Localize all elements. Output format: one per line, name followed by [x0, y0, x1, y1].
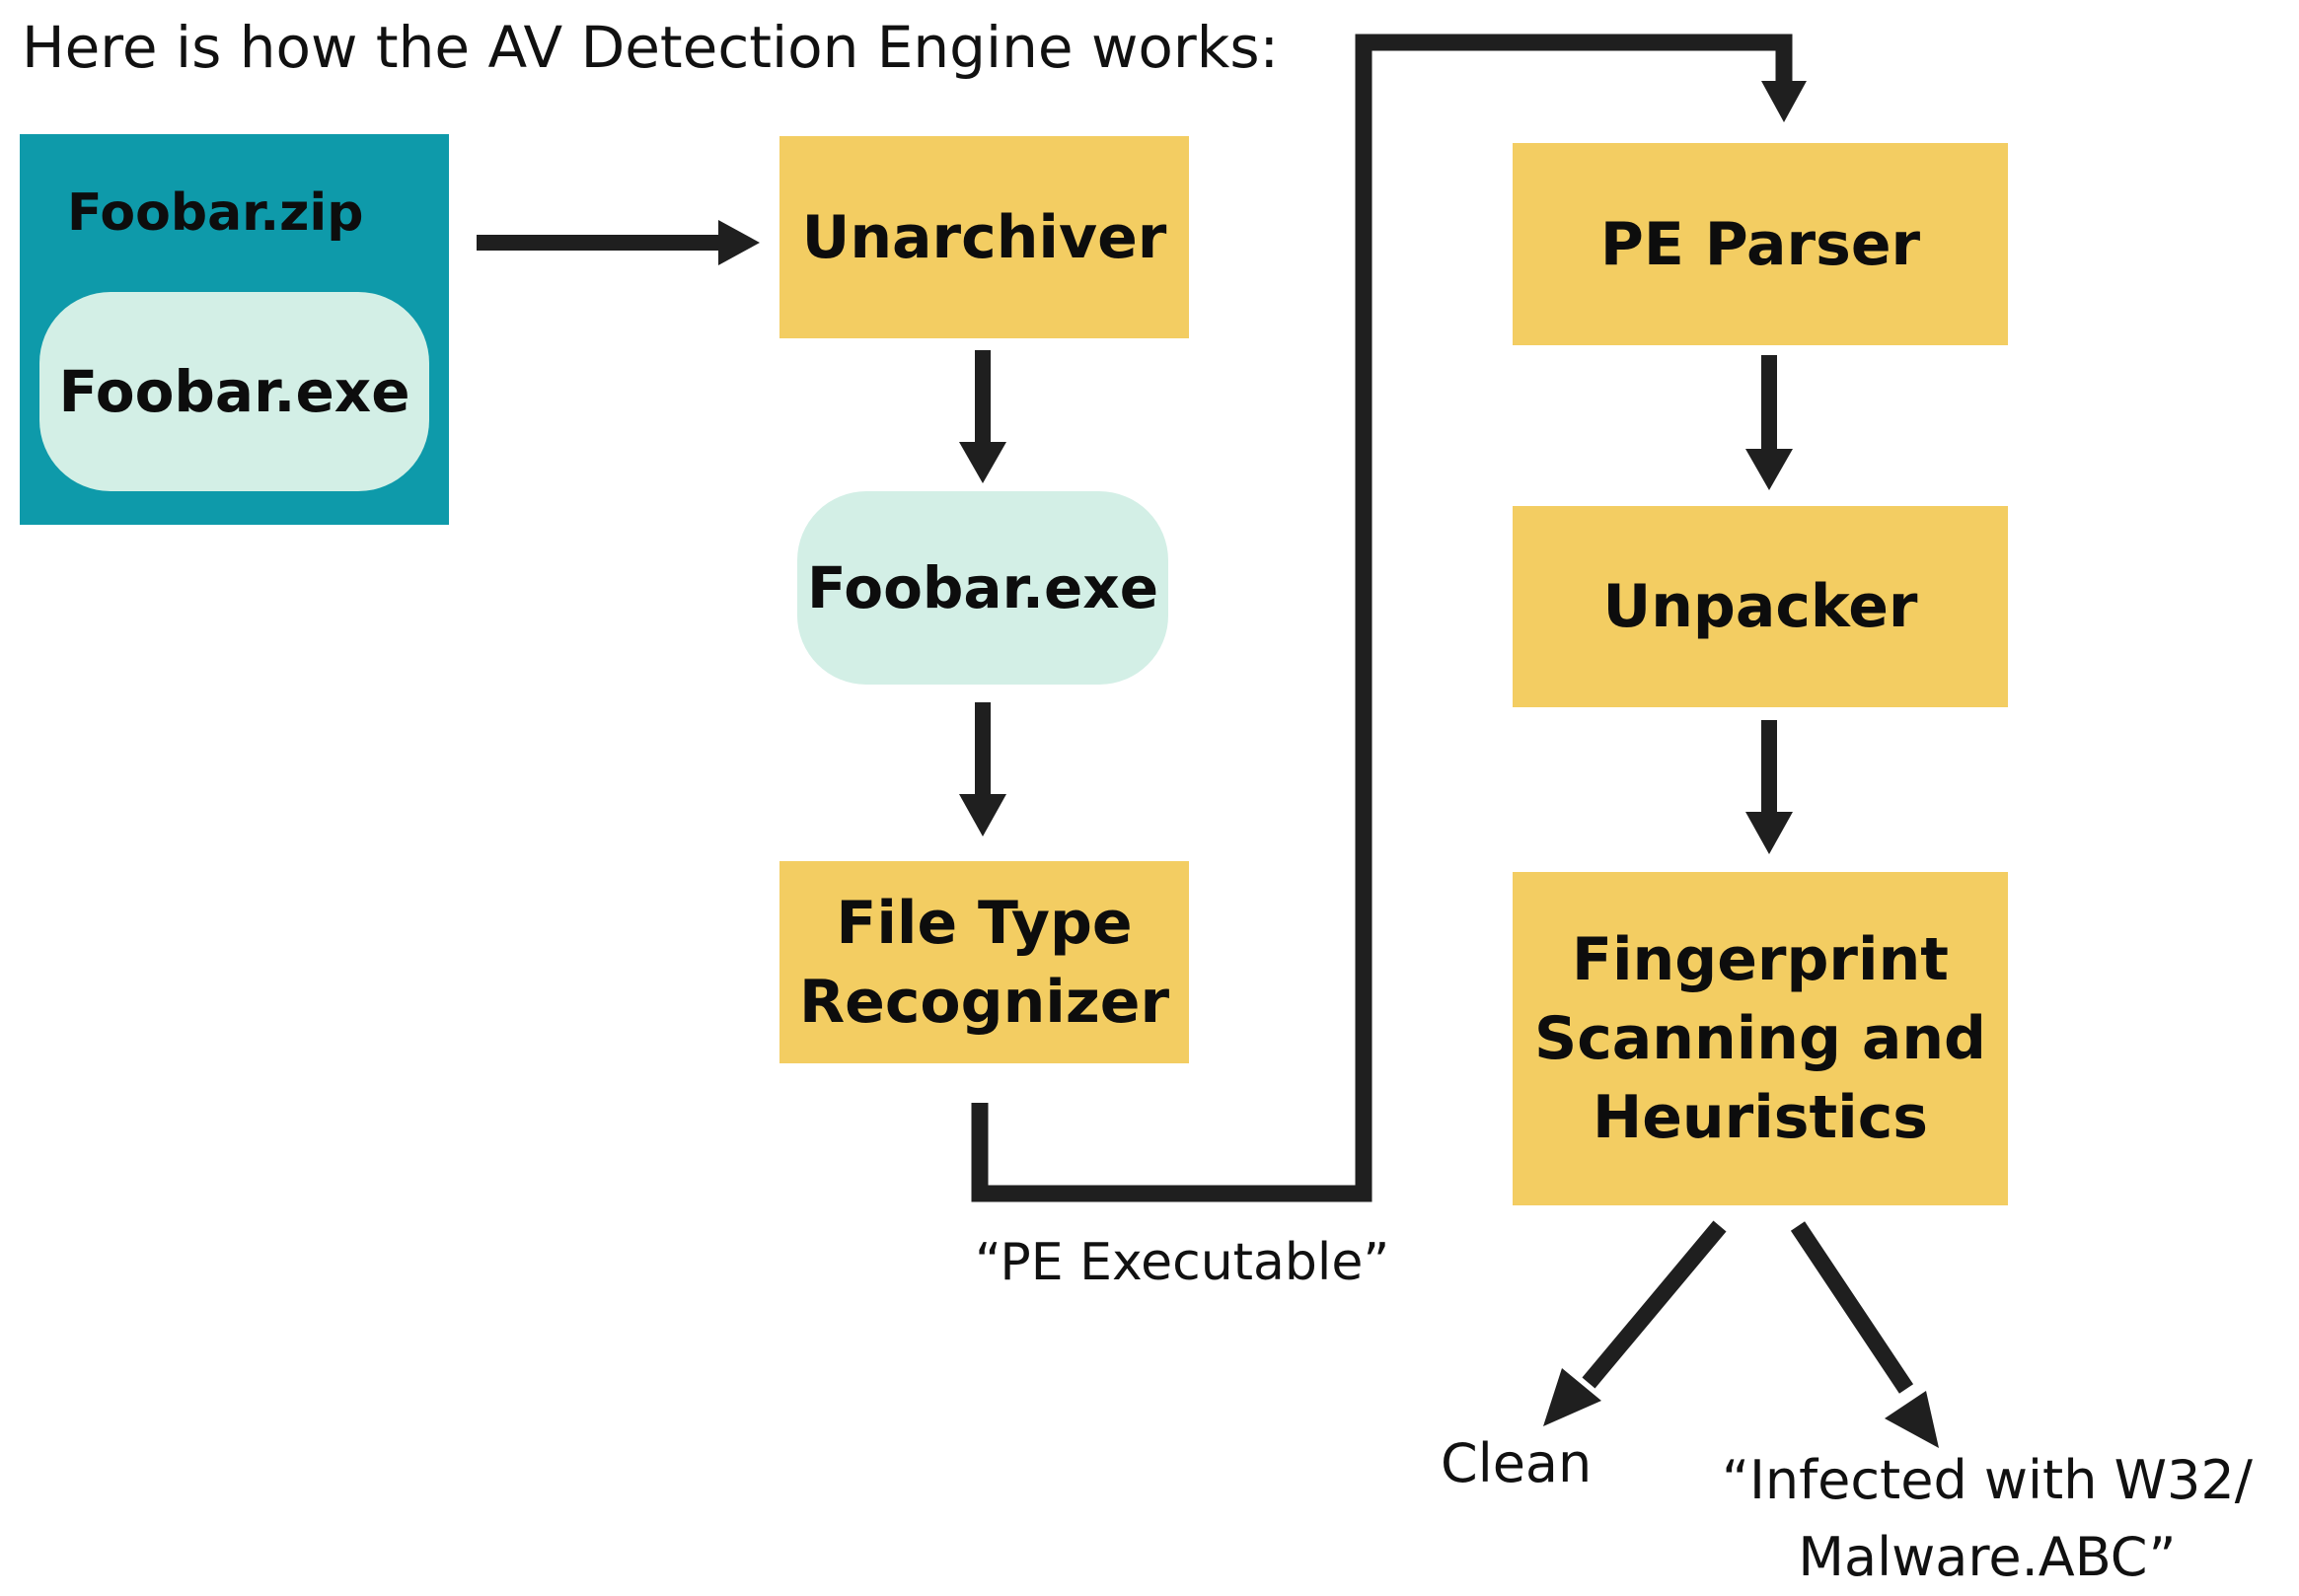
archive-label: Foobar.zip [67, 183, 364, 243]
arrow-exe-to-recognizer-head [959, 794, 1006, 836]
arrow-parser-to-unpacker [1761, 355, 1777, 454]
node-fingerprint-scanning: Fingerprint Scanning and Heuristics [1513, 872, 2008, 1205]
arrow-unpacker-to-fingerprint [1761, 720, 1777, 817]
arrow-recognizer-to-parser [971, 34, 1793, 1202]
arrow-zip-to-unarchiver-head [718, 220, 760, 265]
node-file-type-recognizer-label: File Type Recognizer [798, 888, 1170, 1037]
edge-label-pe-executable: “PE Executable” [975, 1233, 1390, 1292]
node-unarchiver: Unarchiver [779, 136, 1189, 338]
arrow-parser-to-unpacker-head [1745, 449, 1793, 490]
arrow-to-clean [1582, 1220, 1727, 1389]
outcome-infected: “Infected with W32/ Malware.ABC” [1722, 1449, 2253, 1588]
arrow-to-infected-head [1885, 1391, 1939, 1448]
archive-inner-file: Foobar.exe [39, 292, 429, 491]
node-fingerprint-scanning-label: Fingerprint Scanning and Heuristics [1534, 925, 1986, 1152]
node-unpacker: Unpacker [1513, 506, 2008, 707]
arrow-unpacker-to-fingerprint-head [1745, 812, 1793, 854]
node-file-type-recognizer: File Type Recognizer [779, 861, 1189, 1063]
arrow-unarchiver-to-exe-head [959, 442, 1006, 483]
outcome-clean: Clean [1441, 1432, 1593, 1494]
node-pe-parser: PE Parser [1513, 143, 2008, 345]
archive-container: Foobar.zip Foobar.exe [20, 134, 449, 525]
arrow-to-infected [1790, 1221, 1914, 1394]
diagram-heading: Here is how the AV Detection Engine work… [22, 14, 1280, 81]
arrow-to-clean-head [1543, 1368, 1601, 1426]
arrow-unarchiver-to-exe [975, 350, 991, 447]
arrow-zip-to-unarchiver [477, 235, 723, 251]
arrow-recognizer-to-parser-head [1761, 81, 1807, 122]
arrow-exe-to-recognizer [975, 702, 991, 799]
node-extracted-file: Foobar.exe [797, 491, 1168, 685]
